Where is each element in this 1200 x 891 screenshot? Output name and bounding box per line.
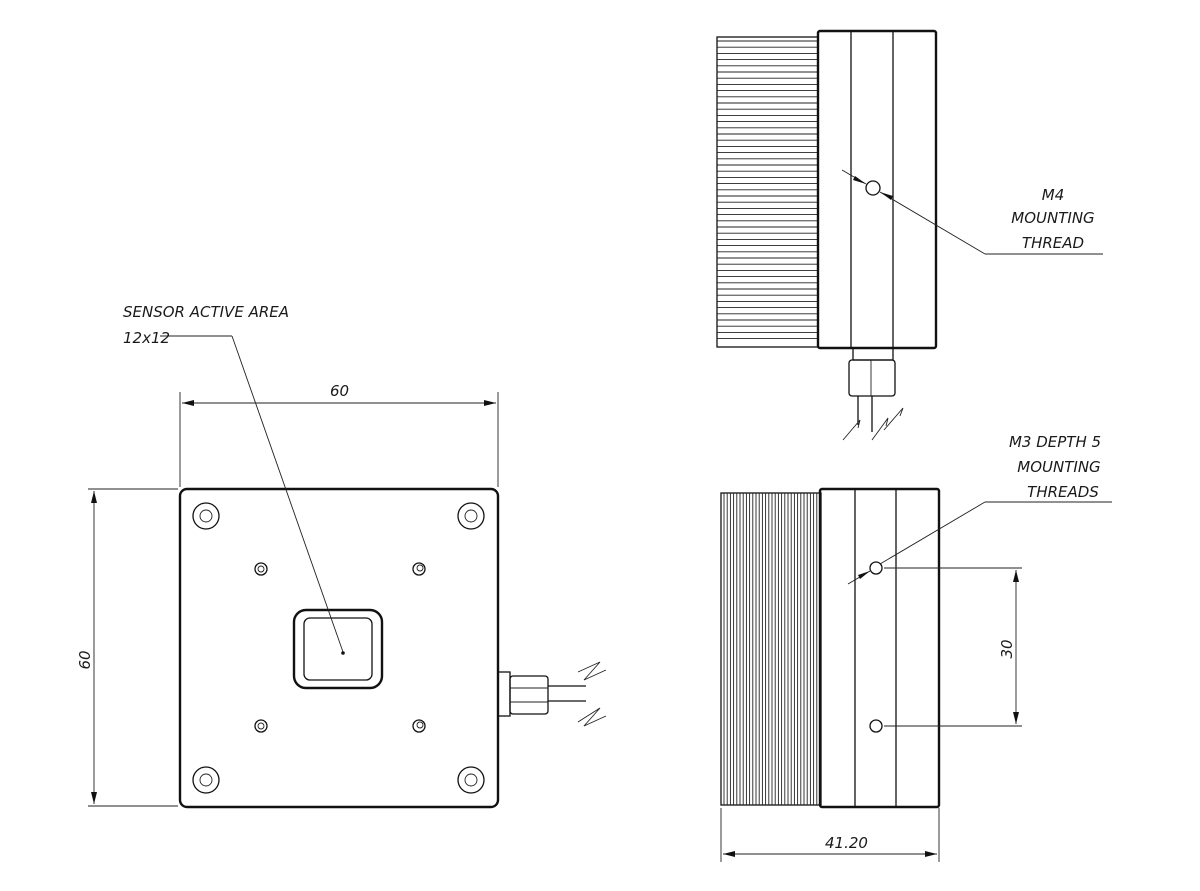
corner-hole-top-right — [457, 502, 485, 530]
body-top — [816, 29, 938, 350]
corner-hole-top-left — [192, 502, 220, 530]
m4-label-line2: MOUNTING — [1011, 209, 1094, 227]
front-height-value: 60 — [76, 650, 94, 669]
front-height-dimension — [88, 488, 178, 807]
inner-hole-bottom-right — [412, 719, 426, 733]
sensor-area-size-label: 12x12 — [123, 329, 170, 347]
m3-label-line1: M3 DEPTH 5 — [1009, 433, 1101, 451]
sensor-center-dot — [341, 651, 345, 655]
m4-label-line3: THREAD — [1022, 234, 1084, 252]
m3-label-line3: THREADS — [1027, 483, 1099, 501]
inner-hole-top-right — [412, 562, 426, 576]
heatsink-fins-top — [716, 36, 819, 348]
corner-hole-bottom-left — [192, 766, 220, 794]
side-view-top — [716, 29, 1103, 441]
m3-hole-upper — [869, 561, 883, 575]
front-width-value: 60 — [330, 382, 349, 400]
m4-label-line1: M4 — [1042, 186, 1065, 204]
side-view-bottom — [720, 487, 1112, 862]
body-bottom — [818, 487, 941, 809]
fin-lines-top — [717, 40, 818, 340]
sensor-window-outer — [292, 608, 384, 690]
sensor-area-label: SENSOR ACTIVE AREA — [123, 303, 289, 321]
front-plate-outline — [178, 487, 500, 809]
top-view-cable-connector — [842, 347, 904, 441]
sensor-leader — [160, 335, 344, 653]
inner-hole-top-left — [254, 562, 268, 576]
front-cable-connector — [497, 661, 607, 727]
front-width-dimension — [179, 392, 499, 487]
side-depth-value: 41.20 — [825, 834, 868, 852]
front-view — [88, 335, 607, 809]
corner-hole-bottom-right — [457, 766, 485, 794]
fin-lines-bottom — [723, 493, 818, 805]
m3-label-line2: MOUNTING — [1017, 458, 1100, 476]
sensor-window-inner — [303, 617, 373, 681]
side-depth-dimension — [720, 808, 940, 862]
hole-spacing-value: 30 — [998, 639, 1016, 658]
heatsink-fins-bottom — [720, 492, 822, 806]
m3-hole-lower — [869, 719, 883, 733]
hole-spacing-dimension — [884, 567, 1022, 727]
m4-hole — [865, 180, 881, 196]
inner-hole-bottom-left — [254, 719, 268, 733]
